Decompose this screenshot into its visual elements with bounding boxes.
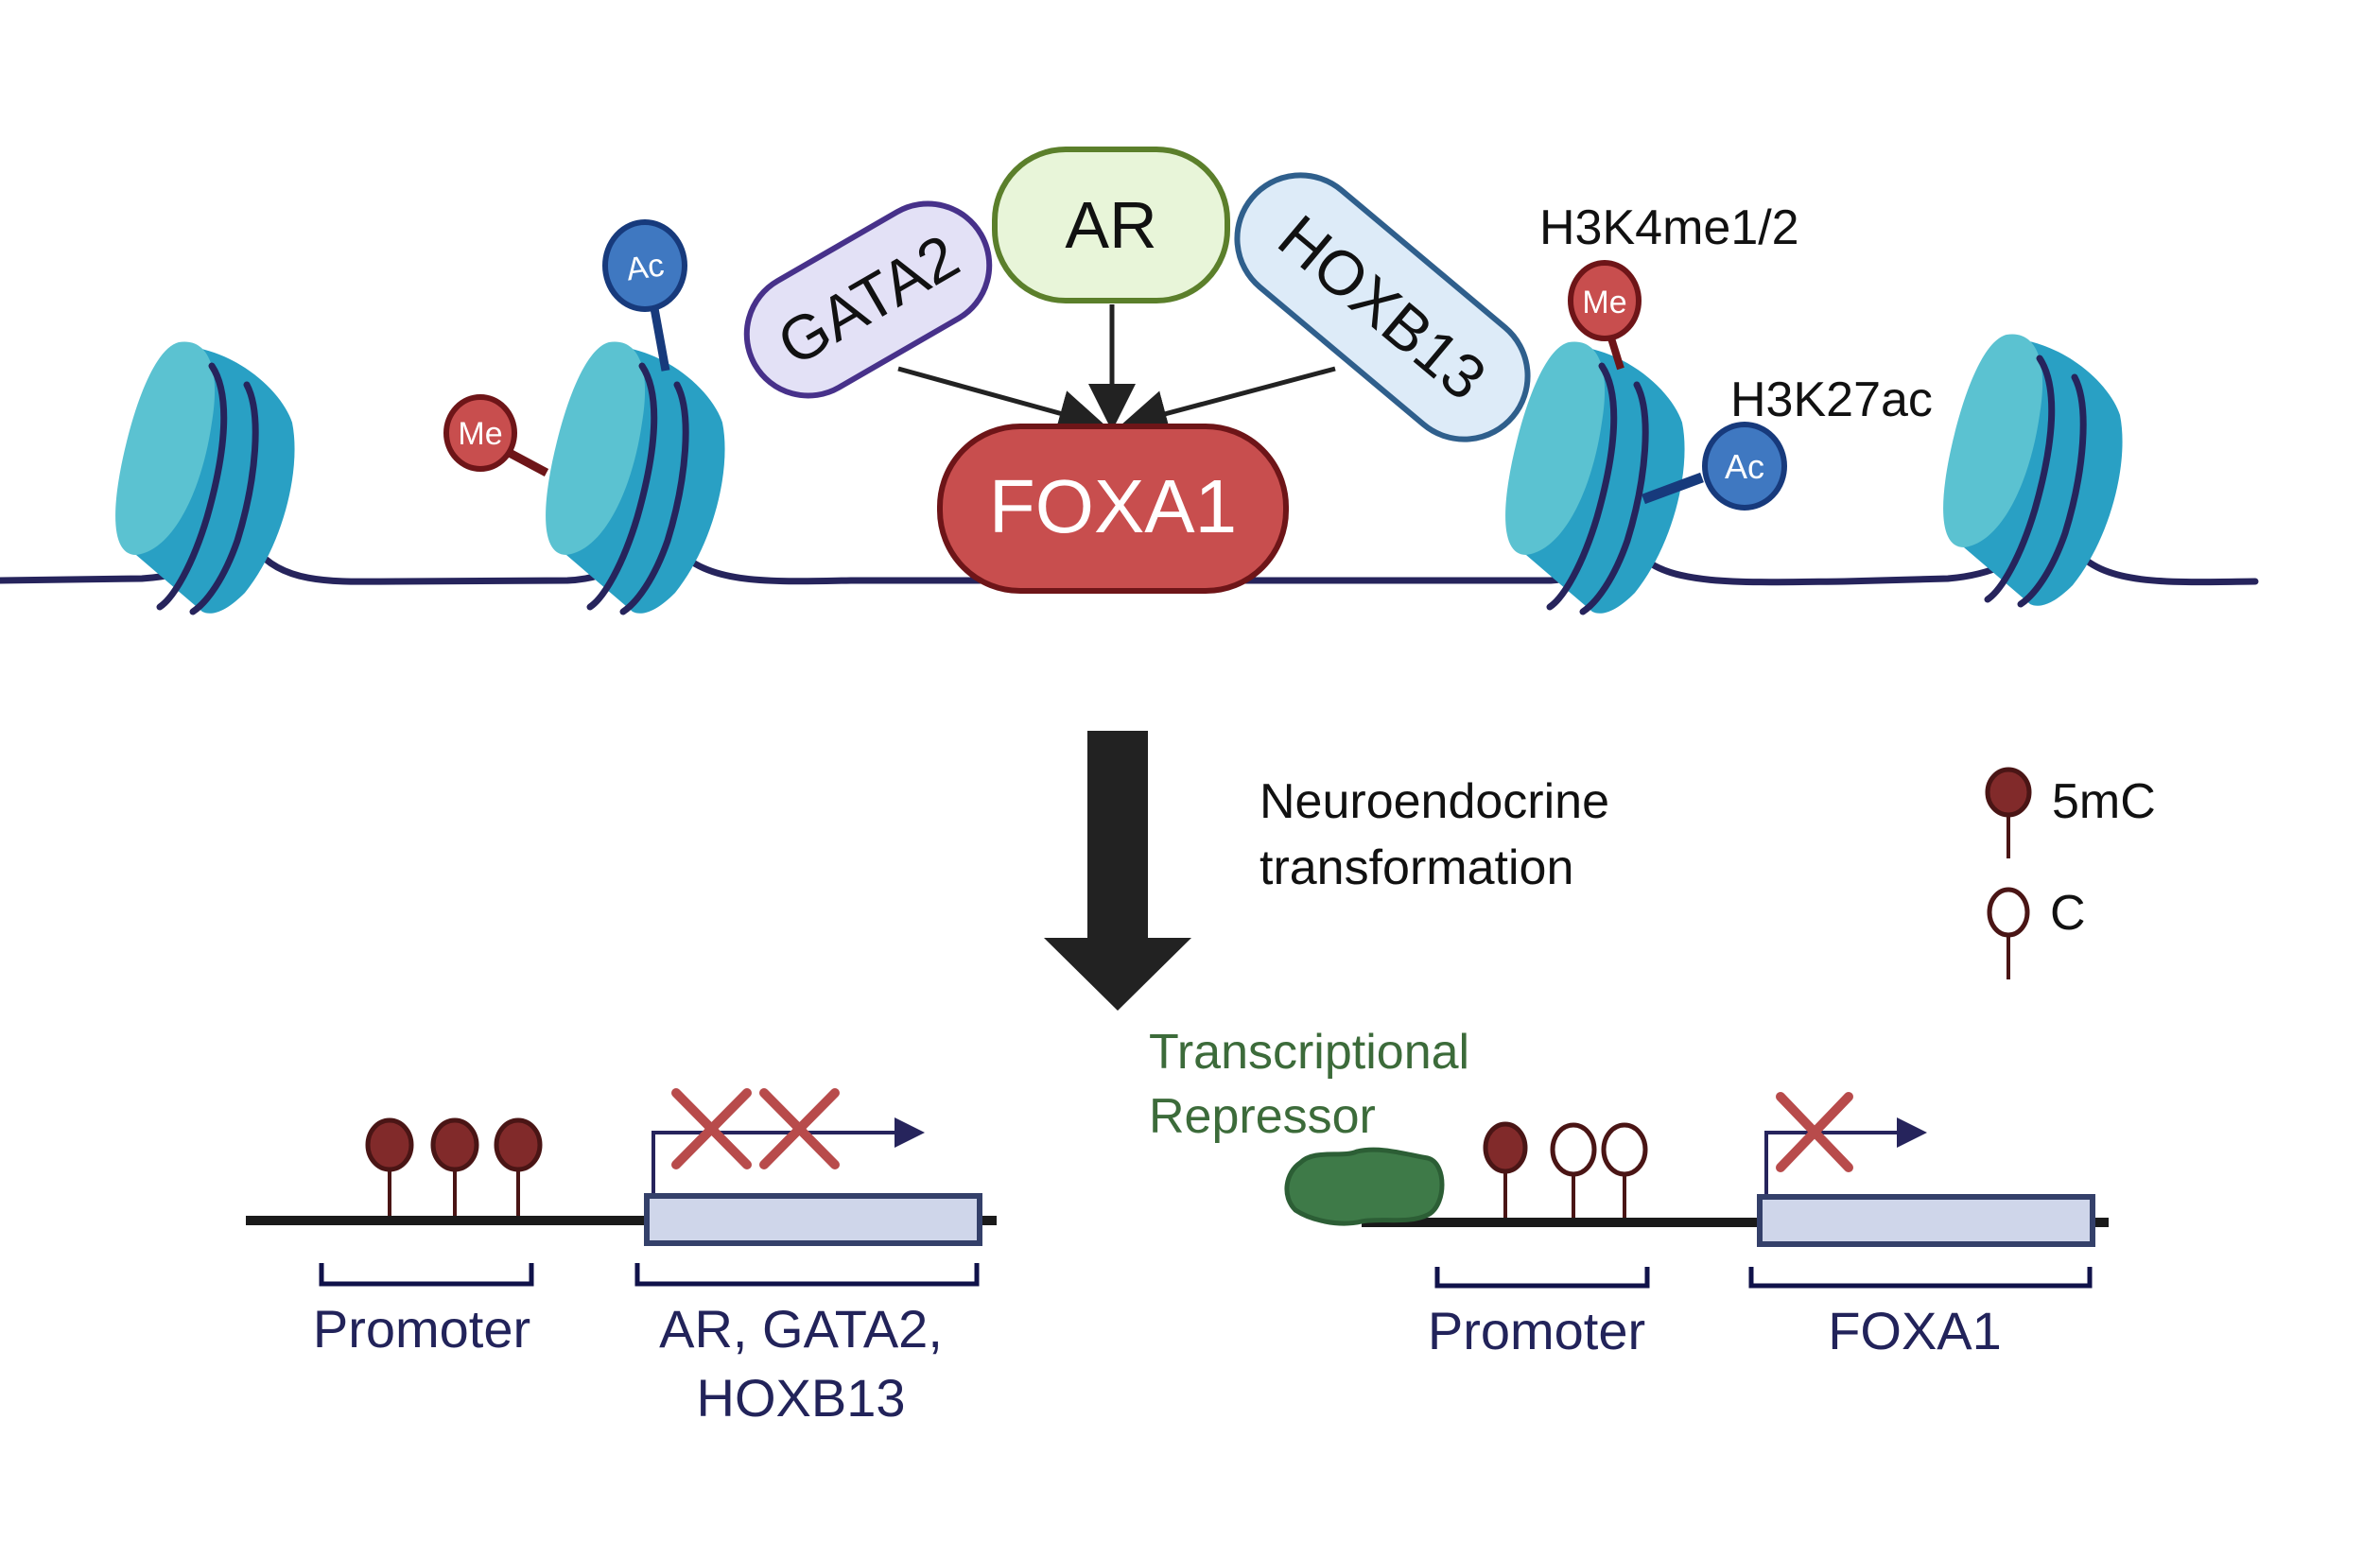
- chromatin-fiber: [0, 334, 2259, 613]
- gene-bracket-right: [1748, 1267, 2093, 1289]
- legend-c: C: [1987, 886, 2086, 979]
- methyl-sites-left: [365, 1117, 543, 1216]
- ac-label-2: Ac: [1725, 447, 1764, 486]
- regulation-arrows: [897, 304, 1336, 437]
- methyl-sites-right: [1483, 1121, 1648, 1218]
- h3k27ac-label: H3K27ac: [1730, 372, 1933, 427]
- legend: 5mC C: [1985, 767, 2156, 979]
- acetyl-mark-left: Ac: [602, 219, 687, 372]
- blocked-transcription-left: [671, 1088, 840, 1169]
- arrow-hoxb13-to-foxa1: [1120, 366, 1336, 437]
- me-label: Me: [458, 416, 502, 452]
- unmethylated-cpg-r3: [1601, 1122, 1648, 1177]
- promoter-bracket-right: [1434, 1267, 1650, 1289]
- h3k4me-label: H3K4me1/2: [1539, 200, 1799, 255]
- methyl-mark-left: Me: [443, 394, 549, 476]
- gene-locus-left: Promoter AR, GATA2, HOXB13: [246, 1088, 997, 1428]
- me-label-2: Me: [1582, 285, 1626, 320]
- promoter-label-left: Promoter: [313, 1299, 530, 1359]
- ac-label: Ac: [624, 247, 667, 287]
- nucleosome-1: [115, 341, 294, 613]
- legend-c-label: C: [2050, 886, 2086, 941]
- gene-label-left-2: HOXB13: [697, 1368, 906, 1428]
- gene-label-right: FOXA1: [1828, 1301, 2002, 1360]
- nucleosome-2: [546, 341, 724, 613]
- gata2-factor: GATA2: [743, 200, 993, 399]
- blocked-transcription-right: [1776, 1092, 1853, 1172]
- transcriptional-repressor-icon: [1284, 1147, 1445, 1226]
- methylated-cpg-1: [365, 1117, 414, 1172]
- transition-line-1: Neuroendocrine: [1259, 774, 1609, 829]
- arrow-gata2-to-foxa1: [897, 366, 1106, 437]
- unmethylated-cpg-icon: [1987, 887, 2030, 938]
- ar-label: AR: [1065, 188, 1156, 262]
- gene-bracket-left: [634, 1263, 980, 1287]
- legend-5mc: 5mC: [1985, 767, 2156, 858]
- legend-5mc-label: 5mC: [2052, 774, 2156, 829]
- gene-body-left: [644, 1193, 982, 1246]
- methylated-cpg-r1: [1483, 1121, 1528, 1174]
- hoxb13-factor: HOXB13: [1234, 172, 1531, 442]
- methylated-cpg-3: [494, 1117, 543, 1172]
- methylated-cpg-2: [430, 1117, 479, 1172]
- foxa1-factor: FOXA1: [937, 424, 1289, 594]
- gene-label-left-1: AR, GATA2,: [659, 1299, 943, 1359]
- nucleosome-3: [1505, 341, 1684, 613]
- gene-locus-right: Transcriptional Repressor Promoter FOXA1: [1149, 1025, 2109, 1360]
- methyl-mark-right: Me: [1568, 260, 1642, 371]
- transition-line-2: transformation: [1259, 840, 1573, 895]
- tss-arrow-right: [1764, 1117, 1927, 1194]
- repressor-label-1: Transcriptional: [1149, 1025, 1469, 1080]
- methylated-cpg-icon: [1985, 767, 2032, 818]
- repressor-label-2: Repressor: [1149, 1089, 1376, 1144]
- acetyl-mark-right: Ac: [1642, 422, 1787, 511]
- transition-arrow: [1044, 731, 1191, 1011]
- promoter-label-right: Promoter: [1428, 1301, 1645, 1360]
- gene-body-right: [1757, 1194, 2095, 1247]
- unmethylated-cpg-r2: [1550, 1122, 1597, 1177]
- tss-arrow-left: [651, 1117, 925, 1193]
- ar-factor: AR: [992, 147, 1230, 303]
- foxa1-label: FOXA1: [989, 464, 1237, 548]
- promoter-bracket-left: [319, 1263, 534, 1287]
